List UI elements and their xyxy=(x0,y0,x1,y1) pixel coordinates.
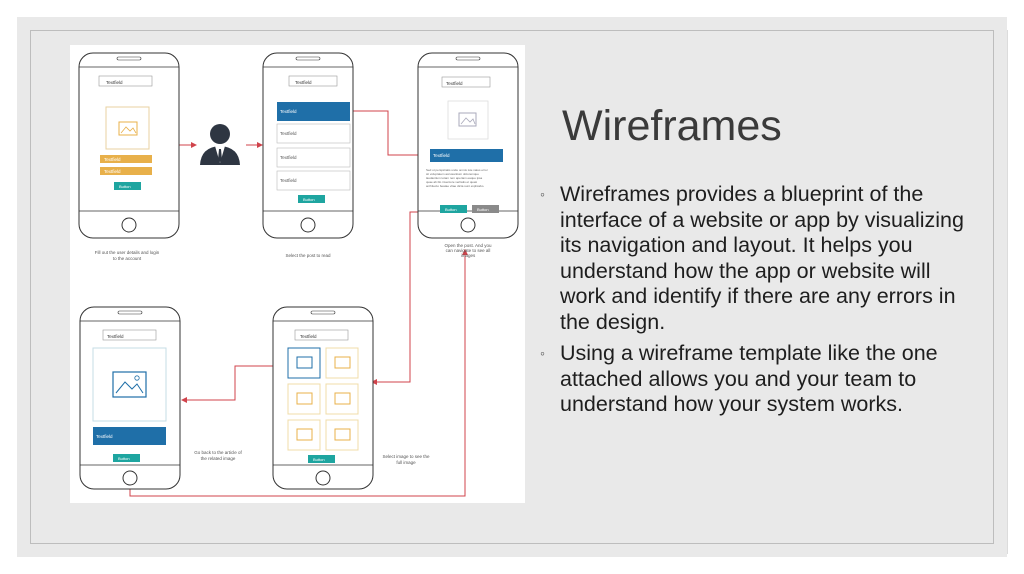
select-button-label: Button xyxy=(303,197,315,202)
detail-textfield-label: Textfield xyxy=(107,334,124,339)
wireframe-diagram: Textfield Textfield Textfield Button Fil… xyxy=(70,45,525,503)
phone-detail-image xyxy=(79,306,181,490)
open-title-label: Textfield xyxy=(433,153,450,158)
caption-select: Select the post to read xyxy=(285,253,331,258)
detail-title-label: Textfield xyxy=(96,434,113,439)
grid-button-label: Button xyxy=(313,457,325,462)
open-button1-label: Button xyxy=(445,207,457,212)
bullet-text: Using a wireframe template like the one … xyxy=(560,341,938,416)
caption-login-2: to the account xyxy=(113,256,142,261)
post-text-5: architecto beatae vitae dicta sunt expli… xyxy=(426,184,484,188)
phone-login xyxy=(78,52,180,239)
login-button-label: Button xyxy=(119,184,131,189)
login-field2-label: Textfield xyxy=(104,169,121,174)
bullet-item: ◦ Using a wireframe template like the on… xyxy=(540,341,970,418)
connector-select-open xyxy=(350,110,426,158)
open-textfield-label: Textfield xyxy=(446,81,463,86)
post-text-3: laudantium totam rem aperiam eaque ipsa xyxy=(426,176,483,180)
caption-image-2: full image xyxy=(396,460,416,465)
post-text-4: quae ab illo inventore veritatis et quas… xyxy=(426,180,477,184)
post-text-1: Sed ut perspiciatis unde omnis iste natu… xyxy=(426,168,488,172)
slide-frame xyxy=(30,30,994,544)
phone-image-grid xyxy=(272,306,374,490)
select-textfield-label: Textfield xyxy=(295,80,312,85)
caption-open-2: can navigate to see all xyxy=(446,248,491,253)
caption-open-1: Open the post. And you xyxy=(444,243,492,248)
post-text-2: sit voluptatem accusantium doloremque xyxy=(426,172,479,176)
caption-image-1: Select image to see the xyxy=(382,454,430,459)
connectors xyxy=(129,110,468,497)
caption-open-3: images xyxy=(461,253,476,258)
bullet-marker: ◦ xyxy=(540,186,545,202)
wireframe-svg: Textfield Textfield Textfield Button Fil… xyxy=(78,52,519,497)
connector-detail-open xyxy=(129,249,468,497)
phone-select xyxy=(262,52,354,239)
grid-textfield-label: Textfield xyxy=(300,334,317,339)
connector-grid-detail xyxy=(181,365,288,403)
select-item1-label: Textfield xyxy=(280,109,297,114)
select-item2-label: Textfield xyxy=(280,131,297,136)
caption-back-2: the related image xyxy=(201,456,236,461)
select-item4-label: Textfield xyxy=(280,178,297,183)
bullet-marker: ◦ xyxy=(540,345,545,361)
select-item3-label: Textfield xyxy=(280,155,297,160)
login-field1-label: Textfield xyxy=(104,157,121,162)
phone-open-post xyxy=(417,52,519,239)
user-avatar-icon xyxy=(200,124,240,165)
slide-title: Wireframes xyxy=(562,102,782,150)
bullet-text: Wireframes provides a blueprint of the i… xyxy=(560,182,964,334)
caption-login-1: Fill out the user details and login xyxy=(95,250,160,255)
detail-button-label: Button xyxy=(118,456,130,461)
bullet-item: ◦ Wireframes provides a blueprint of the… xyxy=(540,182,970,335)
login-textfield-label: Textfield xyxy=(106,80,123,85)
bullet-list: ◦ Wireframes provides a blueprint of the… xyxy=(540,182,970,424)
open-button2-label: Button xyxy=(477,207,489,212)
caption-back-1: Go back to the article of xyxy=(194,450,242,455)
